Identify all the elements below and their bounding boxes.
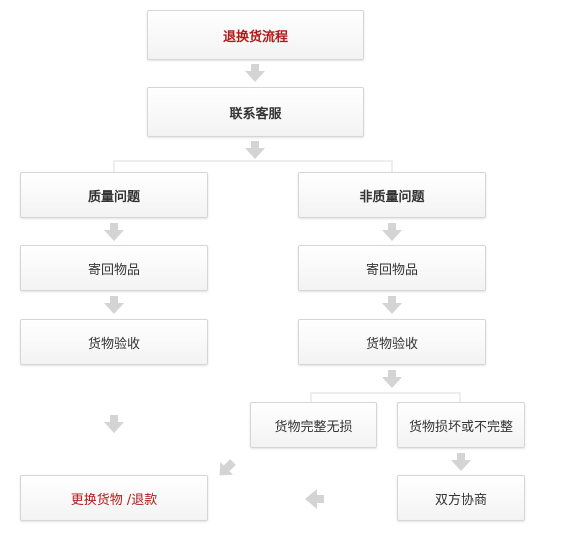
left-send-back-label: 寄回物品 bbox=[87, 262, 140, 278]
goods-intact-label: 货物完整无损 bbox=[274, 419, 353, 435]
replace-refund-box: 更换货物 /退款 bbox=[20, 475, 208, 521]
right-inspect-box: 货物验收 bbox=[298, 319, 486, 365]
replace-refund-label: 更换货物 /退款 bbox=[70, 492, 158, 508]
goods-damaged-label: 货物损坏或不完整 bbox=[408, 419, 513, 435]
non-quality-issue-label: 非质量问题 bbox=[359, 189, 425, 205]
branch-connector-top bbox=[113, 160, 393, 174]
right-send-back-box: 寄回物品 bbox=[298, 245, 486, 291]
down-arrow-right-2 bbox=[382, 296, 402, 314]
quality-issue-label: 质量问题 bbox=[87, 189, 140, 205]
goods-intact-box: 货物完整无损 bbox=[250, 402, 377, 448]
negotiate-box: 双方协商 bbox=[397, 475, 525, 521]
branch-connector-inspect bbox=[310, 392, 461, 402]
down-arrow-right-3 bbox=[382, 370, 402, 388]
down-arrow-left-2 bbox=[104, 296, 124, 314]
down-arrow-title-to-contact bbox=[245, 64, 265, 82]
down-arrow-right-1 bbox=[382, 223, 402, 241]
diagonal-arrow-intact-to-result bbox=[219, 459, 236, 476]
goods-damaged-box: 货物损坏或不完整 bbox=[397, 402, 525, 448]
right-inspect-label: 货物验收 bbox=[365, 336, 418, 352]
down-arrow-left-3 bbox=[104, 415, 124, 433]
contact-support-box: 联系客服 bbox=[147, 87, 364, 137]
process-title: 退换货流程 bbox=[222, 29, 288, 45]
non-quality-issue-box: 非质量问题 bbox=[298, 172, 486, 218]
right-send-back-label: 寄回物品 bbox=[365, 262, 418, 278]
left-inspect-box: 货物验收 bbox=[20, 319, 208, 365]
quality-issue-box: 质量问题 bbox=[20, 172, 208, 218]
process-title-box: 退换货流程 bbox=[147, 10, 364, 60]
down-arrow-left-1 bbox=[104, 223, 124, 241]
left-send-back-box: 寄回物品 bbox=[20, 245, 208, 291]
left-arrow-negotiate-to-result bbox=[305, 489, 324, 509]
left-inspect-label: 货物验收 bbox=[87, 336, 140, 352]
down-arrow-damaged-to-negotiate bbox=[451, 453, 471, 471]
contact-support-label: 联系客服 bbox=[229, 106, 282, 122]
down-arrow-contact-to-branch bbox=[245, 141, 265, 159]
negotiate-label: 双方协商 bbox=[434, 492, 487, 508]
